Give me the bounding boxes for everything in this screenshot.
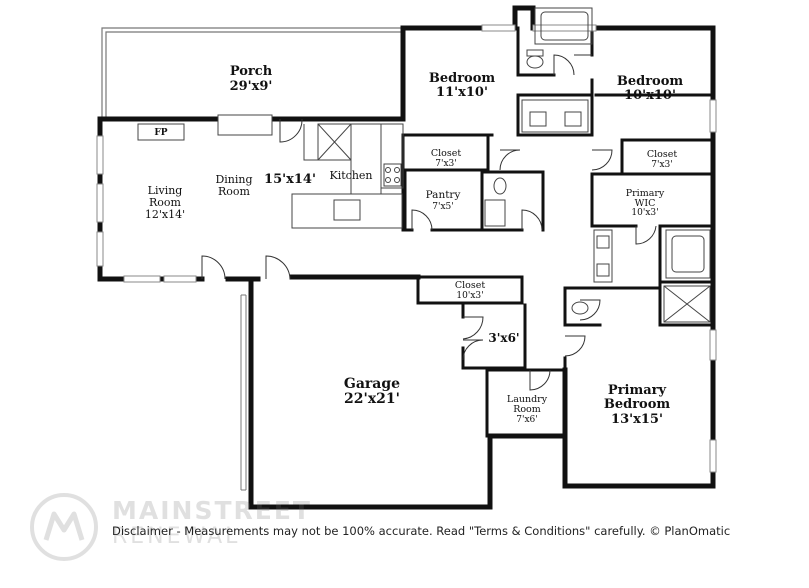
primary-wic-name1: Primary bbox=[626, 188, 665, 199]
pantry-name: Pantry bbox=[426, 189, 461, 201]
pantry-dim: 7'x5' bbox=[432, 202, 453, 212]
fireplace bbox=[137, 123, 185, 141]
closet2-dim: 7'x3' bbox=[651, 160, 672, 170]
primary-bedroom-name1: Primary bbox=[608, 383, 667, 398]
dining-name2: Room bbox=[218, 185, 251, 198]
doors bbox=[201, 54, 657, 391]
bedroom2-name: Bedroom bbox=[617, 74, 684, 89]
mainstreet-watermark: MAINSTREET RENEWAL bbox=[28, 492, 318, 562]
closet1-dim: 7'x3' bbox=[435, 159, 456, 169]
center-dim: 15'x14' bbox=[264, 172, 316, 187]
bedroom2-dim: 10'x10' bbox=[624, 88, 676, 103]
garage-dim: 22'x21' bbox=[344, 391, 400, 407]
watermark-logo-icon bbox=[30, 493, 98, 561]
living-name1: Living bbox=[148, 184, 183, 197]
disclaimer-text: Disclaimer - Measurements may not be 100… bbox=[112, 524, 731, 538]
living-dim: 12'x14' bbox=[145, 208, 185, 221]
primary-wic-dim: 10'x3' bbox=[631, 208, 658, 218]
closet1-name: Closet bbox=[431, 148, 462, 159]
primary-wic-name2: WIC bbox=[635, 198, 656, 209]
porch-dim: 29'x9' bbox=[230, 79, 273, 94]
primary-bedroom-name2: Bedroom bbox=[604, 397, 671, 412]
primary-bedroom-dim: 13'x15' bbox=[611, 412, 663, 427]
closet3-name: Closet bbox=[455, 280, 486, 291]
closet2-name: Closet bbox=[647, 149, 678, 160]
kitchen-name: Kitchen bbox=[330, 169, 373, 182]
laundry-dim: 7'x6' bbox=[516, 415, 537, 425]
storage-dim: 3'x6' bbox=[488, 331, 519, 345]
windows bbox=[96, 24, 717, 473]
garage-door bbox=[240, 294, 247, 491]
laundry-name1: Laundry bbox=[507, 394, 548, 405]
exterior-walls bbox=[97, 5, 716, 510]
interior-walls bbox=[401, 26, 715, 438]
porch-name: Porch bbox=[230, 64, 273, 79]
closet3-dim: 10'x3' bbox=[456, 291, 483, 301]
laundry-name2: Room bbox=[513, 404, 541, 415]
fixtures bbox=[137, 7, 711, 323]
bedroom1-name: Bedroom bbox=[429, 71, 496, 86]
watermark-line2: RENEWAL bbox=[112, 524, 241, 549]
room-labels: Porch 29'x9' Bedroom 11'x10' Bedroom 10'… bbox=[145, 64, 684, 427]
garage-name: Garage bbox=[344, 376, 400, 392]
watermark-line1: MAINSTREET bbox=[112, 496, 312, 525]
dining-name1: Dining bbox=[215, 173, 252, 186]
bedroom1-dim: 11'x10' bbox=[436, 85, 488, 100]
porch-outline bbox=[101, 27, 402, 119]
living-name2: Room bbox=[149, 196, 182, 209]
fireplace-label: FP bbox=[154, 128, 167, 138]
